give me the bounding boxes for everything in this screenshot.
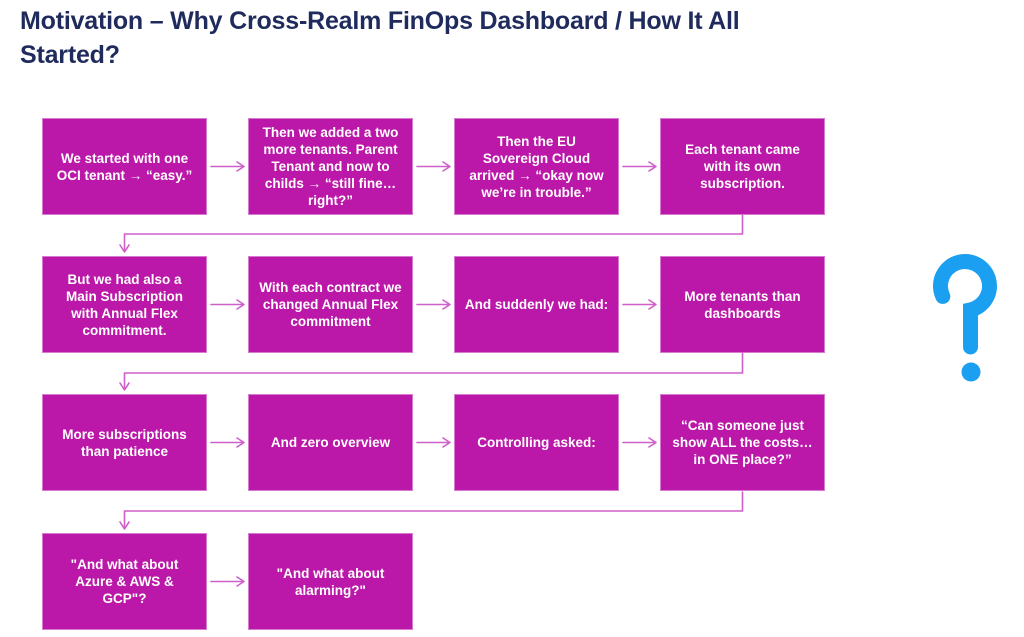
arrow-right-icon [622, 161, 657, 172]
flow-box-added-two-tenants: Then we added a two more tenants. Parent… [248, 118, 413, 215]
arrow-right-icon [622, 299, 657, 310]
flow-box-main-subscription: But we had also a Main Subscription with… [42, 256, 207, 353]
flow-box-more-tenants-than-dashboards: More tenants than dashboards [660, 256, 825, 353]
elbow-connector-down-icon [119, 214, 744, 253]
arrow-right-icon [416, 437, 451, 448]
flow-box-more-subscriptions-than-patience: More subscriptions than patience [42, 394, 207, 491]
arrow-right-icon [622, 437, 657, 448]
flow-box-controlling-asked: Controlling asked: [454, 394, 619, 491]
arrow-right-icon [210, 299, 245, 310]
arrow-right-icon [416, 299, 451, 310]
question-mark-icon [933, 254, 997, 382]
flow-box-zero-overview: And zero overview [248, 394, 413, 491]
elbow-connector-down-icon [119, 352, 744, 391]
flow-box-suddenly-we-had: And suddenly we had: [454, 256, 619, 353]
flow-box-alarming: "And what about alarming?" [248, 533, 413, 630]
flow-box-all-costs-one-place: “Can someone just show ALL the costs… in… [660, 394, 825, 491]
elbow-connector-down-icon [119, 491, 744, 530]
flow-box-eu-sovereign-cloud: Then the EU Sovereign Cloud arrived → “o… [454, 118, 619, 215]
slide-title: Motivation – Why Cross-Realm FinOps Dash… [20, 7, 740, 69]
flow-box-annual-flex: With each contract we changed Annual Fle… [248, 256, 413, 353]
arrow-right-icon [210, 437, 245, 448]
arrow-right-icon [210, 161, 245, 172]
arrow-right-icon [210, 576, 245, 587]
arrow-right-icon [416, 161, 451, 172]
flow-box-azure-aws-gcp: "And what about Azure & AWS & GCP"? [42, 533, 207, 630]
flow-box-started-one-tenant: We started with one OCI tenant → “easy.” [42, 118, 207, 215]
flow-box-own-subscription: Each tenant came with its own subscripti… [660, 118, 825, 215]
